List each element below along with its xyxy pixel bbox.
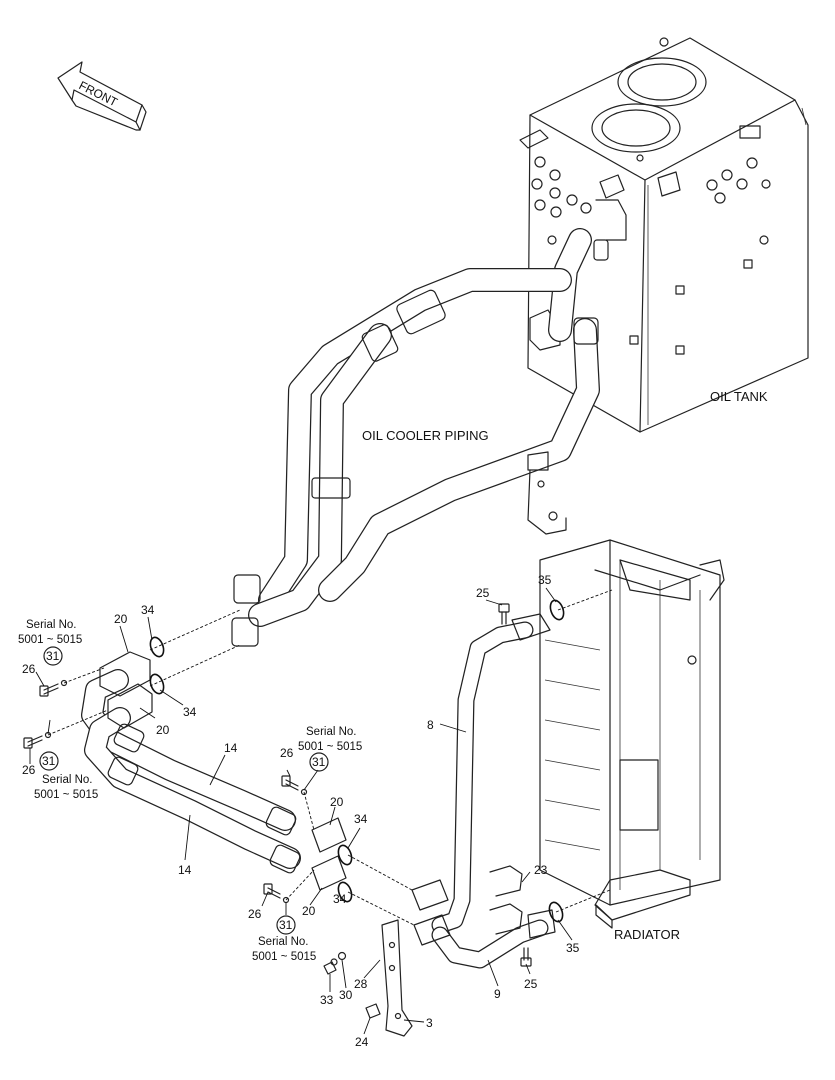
callout-20: 20 <box>156 723 170 737</box>
callout-25: 25 <box>524 977 538 991</box>
callout-31: 31 <box>312 755 326 769</box>
circled-callout-ring <box>39 751 59 771</box>
oil-cooler-piping-label: OIL COOLER PIPING <box>362 428 489 443</box>
callout-3: 3 <box>426 1016 433 1030</box>
callout-31: 31 <box>46 649 60 663</box>
callout-34: 34 <box>333 892 347 906</box>
leader-lines <box>29 587 613 1035</box>
callout-24: 24 <box>355 1035 369 1049</box>
callout-20: 20 <box>330 795 344 809</box>
callout-26: 26 <box>22 763 36 777</box>
svg-text:Serial No.: Serial No. <box>306 726 357 738</box>
callout-35: 35 <box>566 941 580 955</box>
callout-34: 34 <box>183 705 197 719</box>
front-arrow-icon: FRONT <box>57 61 147 131</box>
svg-text:Serial No.: Serial No. <box>26 619 77 631</box>
circled-callout-ring <box>43 646 63 666</box>
callout-31: 31 <box>279 918 293 932</box>
callout-25: 25 <box>476 586 490 600</box>
upper-cooler-pipes <box>231 228 600 647</box>
callout-35: 35 <box>538 573 552 587</box>
serial-note-1: Serial No. 5001 ~ 5015 <box>18 619 82 646</box>
callout-20: 20 <box>302 904 316 918</box>
svg-text:5001 ~ 5015: 5001 ~ 5015 <box>18 634 82 646</box>
pipe-8 <box>431 613 551 934</box>
bolts-and-washers <box>23 603 532 1019</box>
callout-26: 26 <box>280 746 294 760</box>
pipe-9 <box>431 909 556 969</box>
callout-26: 26 <box>22 662 36 676</box>
serial-note-4: Serial No. 5001 ~ 5015 <box>252 936 316 963</box>
callout-14: 14 <box>224 741 238 755</box>
callout-31: 31 <box>42 754 56 768</box>
callout-labels: 20 34 26 31 20 34 26 31 14 14 26 31 20 3… <box>22 573 580 1049</box>
callout-33: 33 <box>320 993 334 1007</box>
svg-text:Serial No.: Serial No. <box>42 774 93 786</box>
callout-8: 8 <box>427 718 434 732</box>
hoses-14 <box>81 669 301 874</box>
callout-23: 23 <box>534 863 548 877</box>
callout-28: 28 <box>354 977 368 991</box>
circled-callout-ring <box>276 915 296 935</box>
svg-text:5001 ~ 5015: 5001 ~ 5015 <box>34 789 98 801</box>
callout-9: 9 <box>494 987 501 1001</box>
circled-callout-ring <box>309 752 329 772</box>
u-bolt-23 <box>489 865 523 935</box>
front-arrow-label: FRONT <box>77 78 121 110</box>
oil-tank <box>519 37 809 433</box>
o-rings <box>149 599 565 923</box>
callout-26: 26 <box>248 907 262 921</box>
svg-text:5001 ~ 5015: 5001 ~ 5015 <box>298 741 362 753</box>
flange-blocks <box>411 879 451 946</box>
callout-20: 20 <box>114 612 128 626</box>
svg-text:5001 ~ 5015: 5001 ~ 5015 <box>252 951 316 963</box>
bracket-3 <box>381 919 413 1037</box>
callout-34: 34 <box>354 812 368 826</box>
serial-note-2: Serial No. 5001 ~ 5015 <box>34 774 98 801</box>
callout-30: 30 <box>339 988 353 1002</box>
svg-text:Serial No.: Serial No. <box>258 936 309 948</box>
radiator-label: RADIATOR <box>614 927 680 942</box>
radiator <box>539 539 725 929</box>
callout-34: 34 <box>141 603 155 617</box>
oil-tank-label: OIL TANK <box>710 389 768 404</box>
serial-note-3: Serial No. 5001 ~ 5015 <box>298 726 362 753</box>
callout-14: 14 <box>178 863 192 877</box>
tank-port-fittings <box>531 156 771 355</box>
